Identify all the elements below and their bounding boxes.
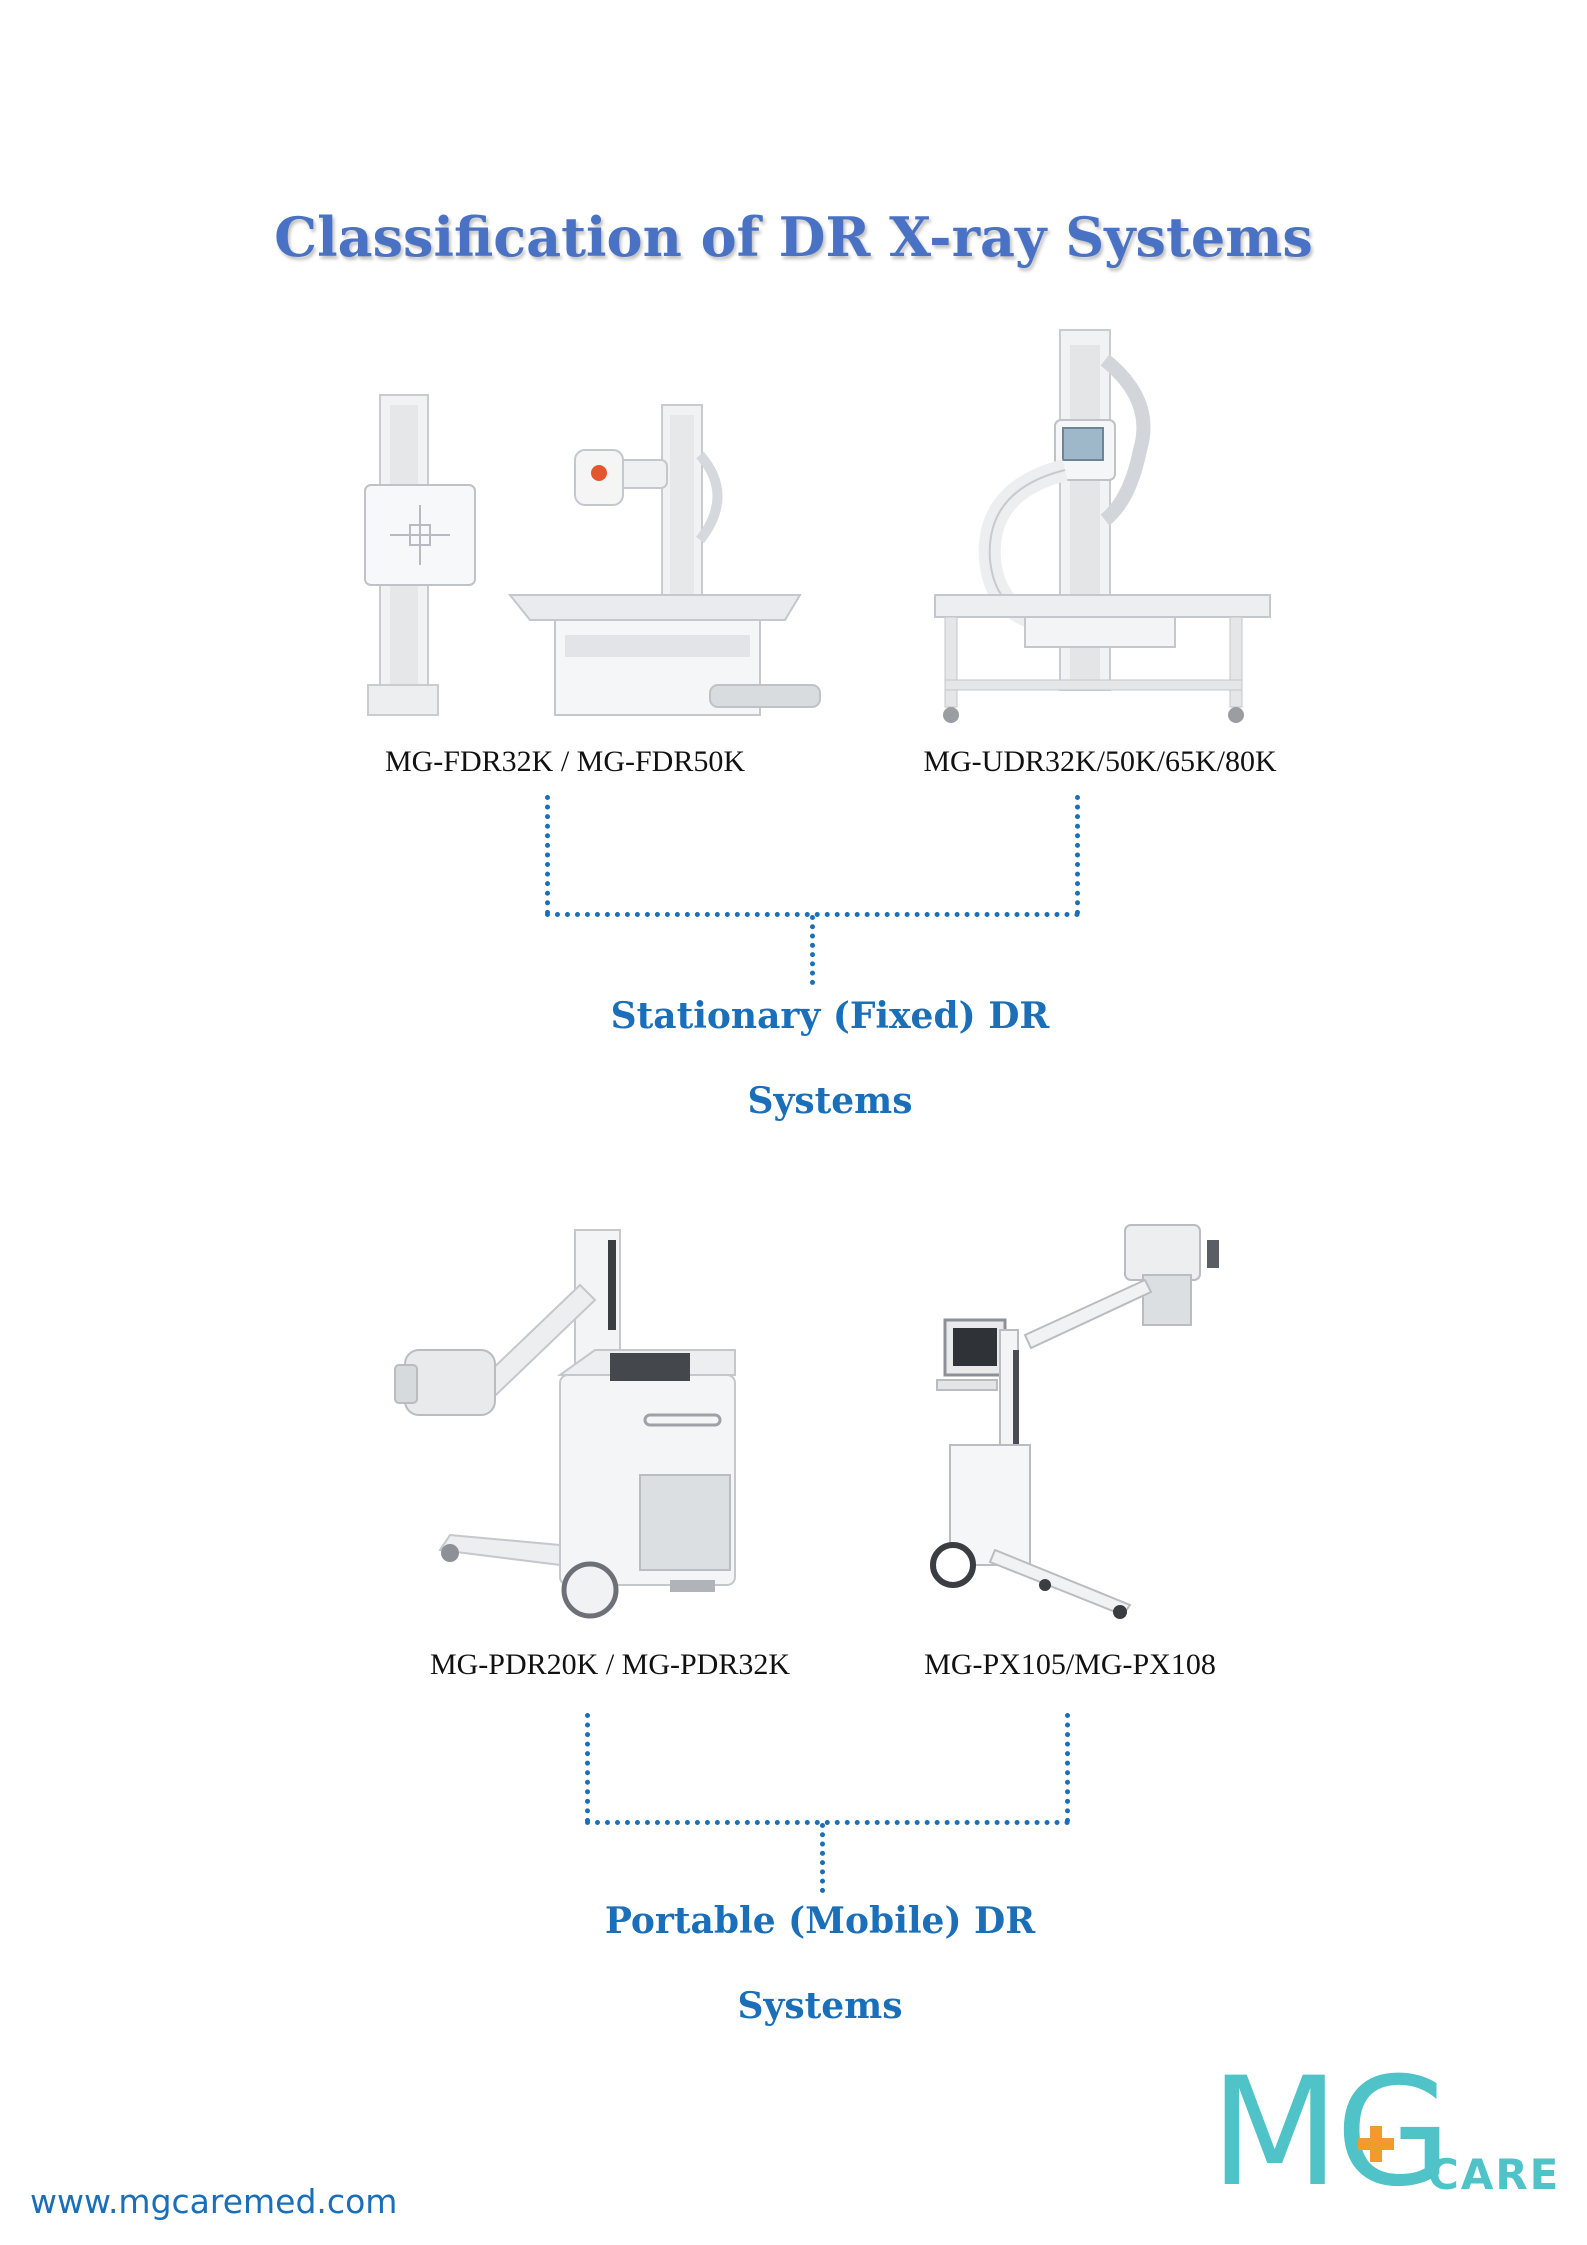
product-model-label: MG-PX105/MG-PX108 — [924, 1648, 1216, 1681]
connector-right — [1065, 1713, 1070, 1823]
product-image-fdr — [364, 394, 821, 716]
category-label-line2: Systems — [747, 1080, 913, 1122]
plus-icon — [1358, 2126, 1394, 2162]
product-image-udr — [934, 329, 1271, 723]
connector-horizontal — [545, 912, 1080, 917]
category-label-line1: Stationary (Fixed) DR — [610, 995, 1050, 1037]
category-label-line1: Portable (Mobile) DR — [604, 1900, 1036, 1942]
connector-left — [545, 795, 550, 915]
company-logo: MG CARE — [1200, 2050, 1570, 2230]
connector-right — [1075, 795, 1080, 915]
connector-left — [585, 1713, 590, 1823]
connector-horizontal — [585, 1820, 1070, 1825]
category-label-line2: Systems — [737, 1985, 903, 2027]
product-model-label: MG-FDR32K / MG-FDR50K — [384, 745, 746, 778]
website-link[interactable]: www.mgcaremed.com — [30, 2182, 398, 2221]
page-title: Classification of DR X-ray Systems — [274, 205, 1313, 269]
product-image-px — [930, 1224, 1219, 1619]
connector-stem — [810, 915, 815, 985]
product-model-label: MG-PDR20K / MG-PDR32K — [429, 1648, 791, 1681]
product-model-label: MG-UDR32K/50K/65K/80K — [923, 745, 1277, 778]
connector-stem — [820, 1823, 825, 1893]
logo-text: MG — [1210, 2046, 1452, 2220]
logo-subtext: CARE — [1428, 2150, 1561, 2199]
product-image-pdr — [394, 1229, 736, 1619]
